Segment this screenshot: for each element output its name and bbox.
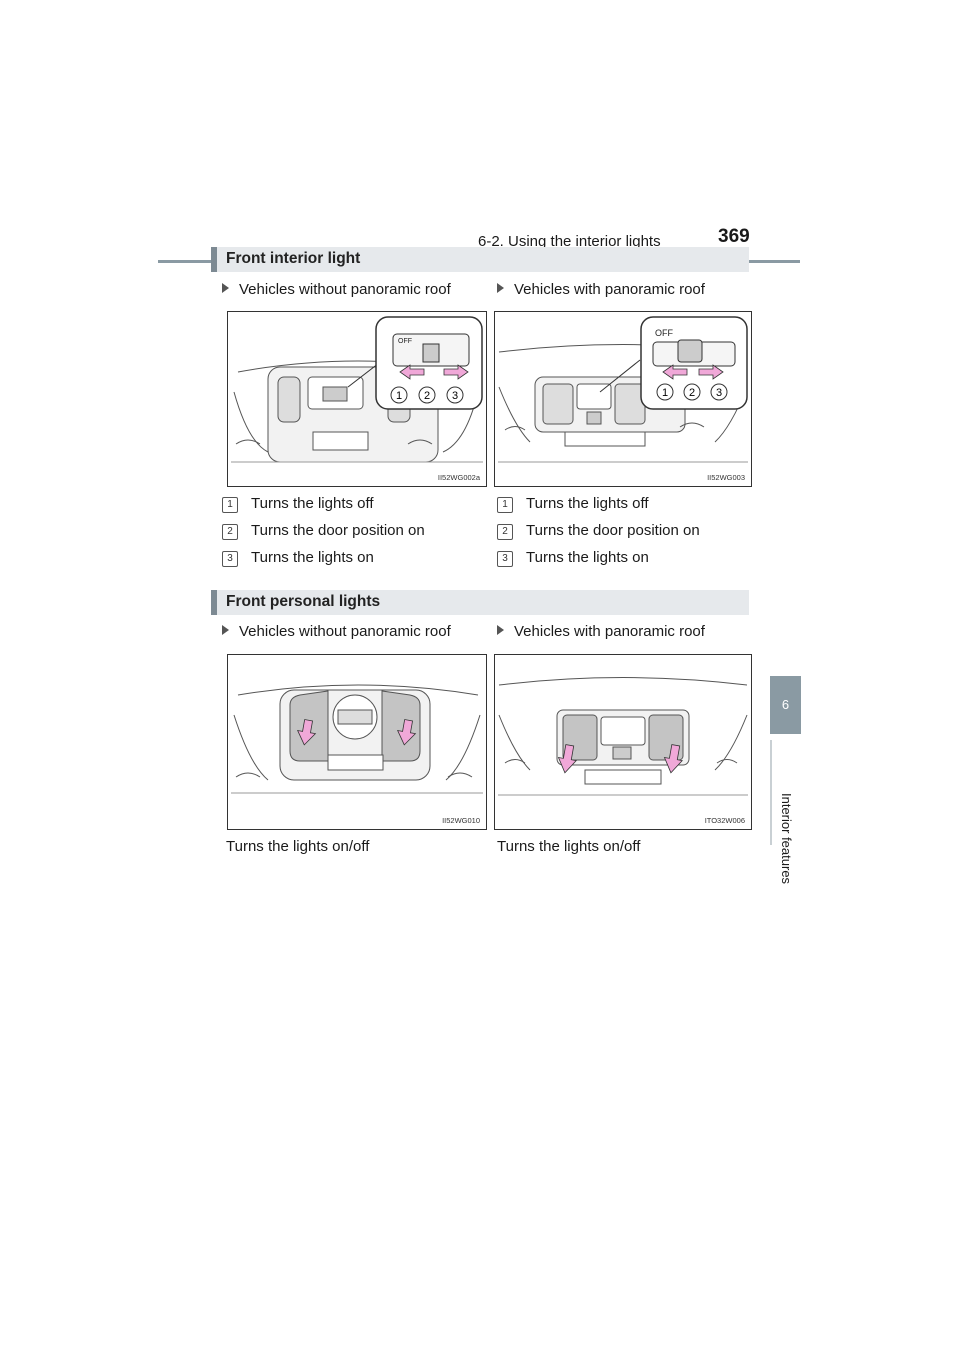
svg-text:1: 1 (662, 387, 668, 399)
up-arrow-icon (396, 719, 417, 746)
chapter-rule (770, 740, 772, 845)
variant-label: Vehicles with panoramic roof (497, 281, 705, 298)
svg-text:3: 3 (452, 390, 458, 402)
svg-text:2: 2 (424, 390, 430, 402)
variant-label: Vehicles with panoramic roof (497, 623, 705, 640)
left-arrow-icon (662, 364, 688, 380)
variant-label: Vehicles without panoramic roof (222, 281, 451, 298)
off-label: OFF (655, 328, 673, 338)
section-heading-text: Front interior light (226, 250, 361, 267)
figure-interior-light-roof: OFF 1 2 3 II52WG003 (494, 311, 752, 487)
triangle-bullet-icon (497, 283, 504, 293)
figure-code: ITO32W006 (704, 816, 745, 825)
right-arrow-icon (698, 364, 724, 380)
ceiling-illustration (498, 677, 748, 796)
triangle-bullet-icon (222, 625, 229, 635)
triangle-bullet-icon (222, 283, 229, 293)
figure-interior-light-no-roof: OFF 1 2 3 II52WG002a (227, 311, 487, 487)
svg-text:3: 3 (716, 387, 722, 399)
svg-text:1: 1 (396, 390, 402, 402)
figure-code: II52WG010 (442, 816, 480, 825)
chapter-title: Interior features (779, 793, 794, 885)
left-arrow-icon (399, 364, 425, 380)
chapter-tab: 6 (770, 676, 801, 734)
triangle-bullet-icon (497, 625, 504, 635)
up-arrow-icon (296, 719, 317, 746)
header-section-title: 6-2. Using the interior lights (478, 233, 661, 250)
figure-code: II52WG002a (437, 473, 480, 482)
figure-personal-light-roof: ITO32W006 (494, 654, 752, 830)
svg-text:2: 2 (689, 387, 695, 399)
section-heading-text: Front personal lights (226, 593, 381, 610)
ceiling-illustration: OFF 1 2 3 (498, 316, 748, 463)
right-arrow-icon (443, 364, 469, 380)
figure-personal-light-no-roof: II52WG010 (227, 654, 487, 830)
up-arrow-icon (557, 744, 578, 774)
ceiling-illustration (231, 684, 483, 794)
ceiling-illustration: OFF 1 2 3 (231, 316, 483, 463)
figure-caption: Turns the lights on/off (226, 838, 370, 855)
up-arrow-icon (663, 744, 684, 774)
page-number: 369 (718, 226, 750, 247)
off-label: OFF (398, 338, 412, 345)
section-heading-front-personal-lights: Front personal lights (211, 590, 749, 615)
variant-label: Vehicles without panoramic roof (222, 623, 451, 640)
figure-code: II52WG003 (707, 473, 745, 482)
figure-caption: Turns the lights on/off (497, 838, 641, 855)
section-heading-front-interior-light: Front interior light (211, 247, 749, 272)
